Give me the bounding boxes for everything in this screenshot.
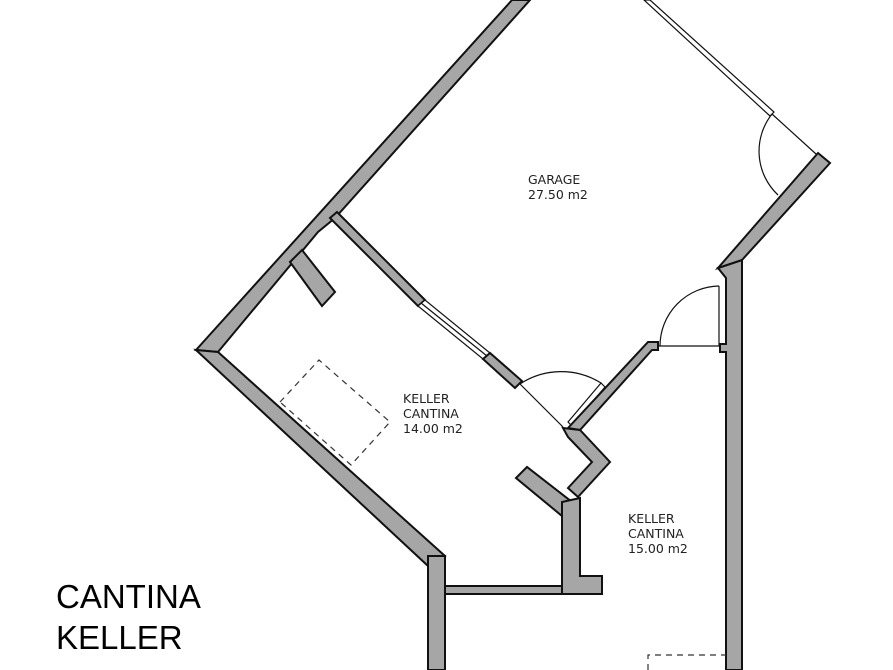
room-area: 15.00 m2 xyxy=(628,541,688,556)
wall-garage-keller-upper xyxy=(328,210,427,308)
wall-garage-keller-lower xyxy=(481,351,524,390)
door-leaf-line xyxy=(519,383,564,428)
dashed-area-keller14 xyxy=(279,359,391,466)
wall-east-vertical xyxy=(716,258,743,670)
wall-left-vertical xyxy=(427,555,446,670)
garage-side-door-arc xyxy=(758,113,779,196)
garage-door-panel xyxy=(643,0,775,117)
wall-stub-keller xyxy=(288,248,337,308)
room-name-line2: CANTINA xyxy=(403,406,459,421)
wall-bottom-horizontal xyxy=(444,585,563,595)
wall-keller-divider-vertical xyxy=(561,496,603,595)
wall-southwest-outer xyxy=(193,348,447,568)
wall-keller15-garage-diagonal xyxy=(566,341,659,432)
legend-line-2: KELLER xyxy=(56,619,183,656)
keller15-door-arc xyxy=(659,285,720,347)
room-label-keller-14: KELLER CANTINA 14.00 m2 xyxy=(403,391,463,436)
door-swing-arc xyxy=(519,371,602,385)
room-name-line1: KELLER xyxy=(628,511,675,526)
room-area: 27.50 m2 xyxy=(528,187,588,202)
room-name-line2: CANTINA xyxy=(628,526,684,541)
window-glass-line xyxy=(420,302,488,357)
room-label-keller-15: KELLER CANTINA 15.00 m2 xyxy=(628,511,688,556)
room-label-garage: GARAGE 27.50 m2 xyxy=(528,172,588,202)
room-name-line1: KELLER xyxy=(403,391,450,406)
wall-keller-corner xyxy=(561,426,612,499)
wall-northwest-outer xyxy=(193,0,532,354)
garage-side-door-leaf xyxy=(771,113,817,155)
dashed-area-keller15 xyxy=(647,654,726,670)
wall-east-diagonal xyxy=(714,151,832,271)
room-name: GARAGE xyxy=(528,172,581,187)
room-area: 14.00 m2 xyxy=(403,421,463,436)
legend-line-1: CANTINA xyxy=(56,578,201,615)
floor-legend: CANTINA KELLER xyxy=(56,576,201,658)
